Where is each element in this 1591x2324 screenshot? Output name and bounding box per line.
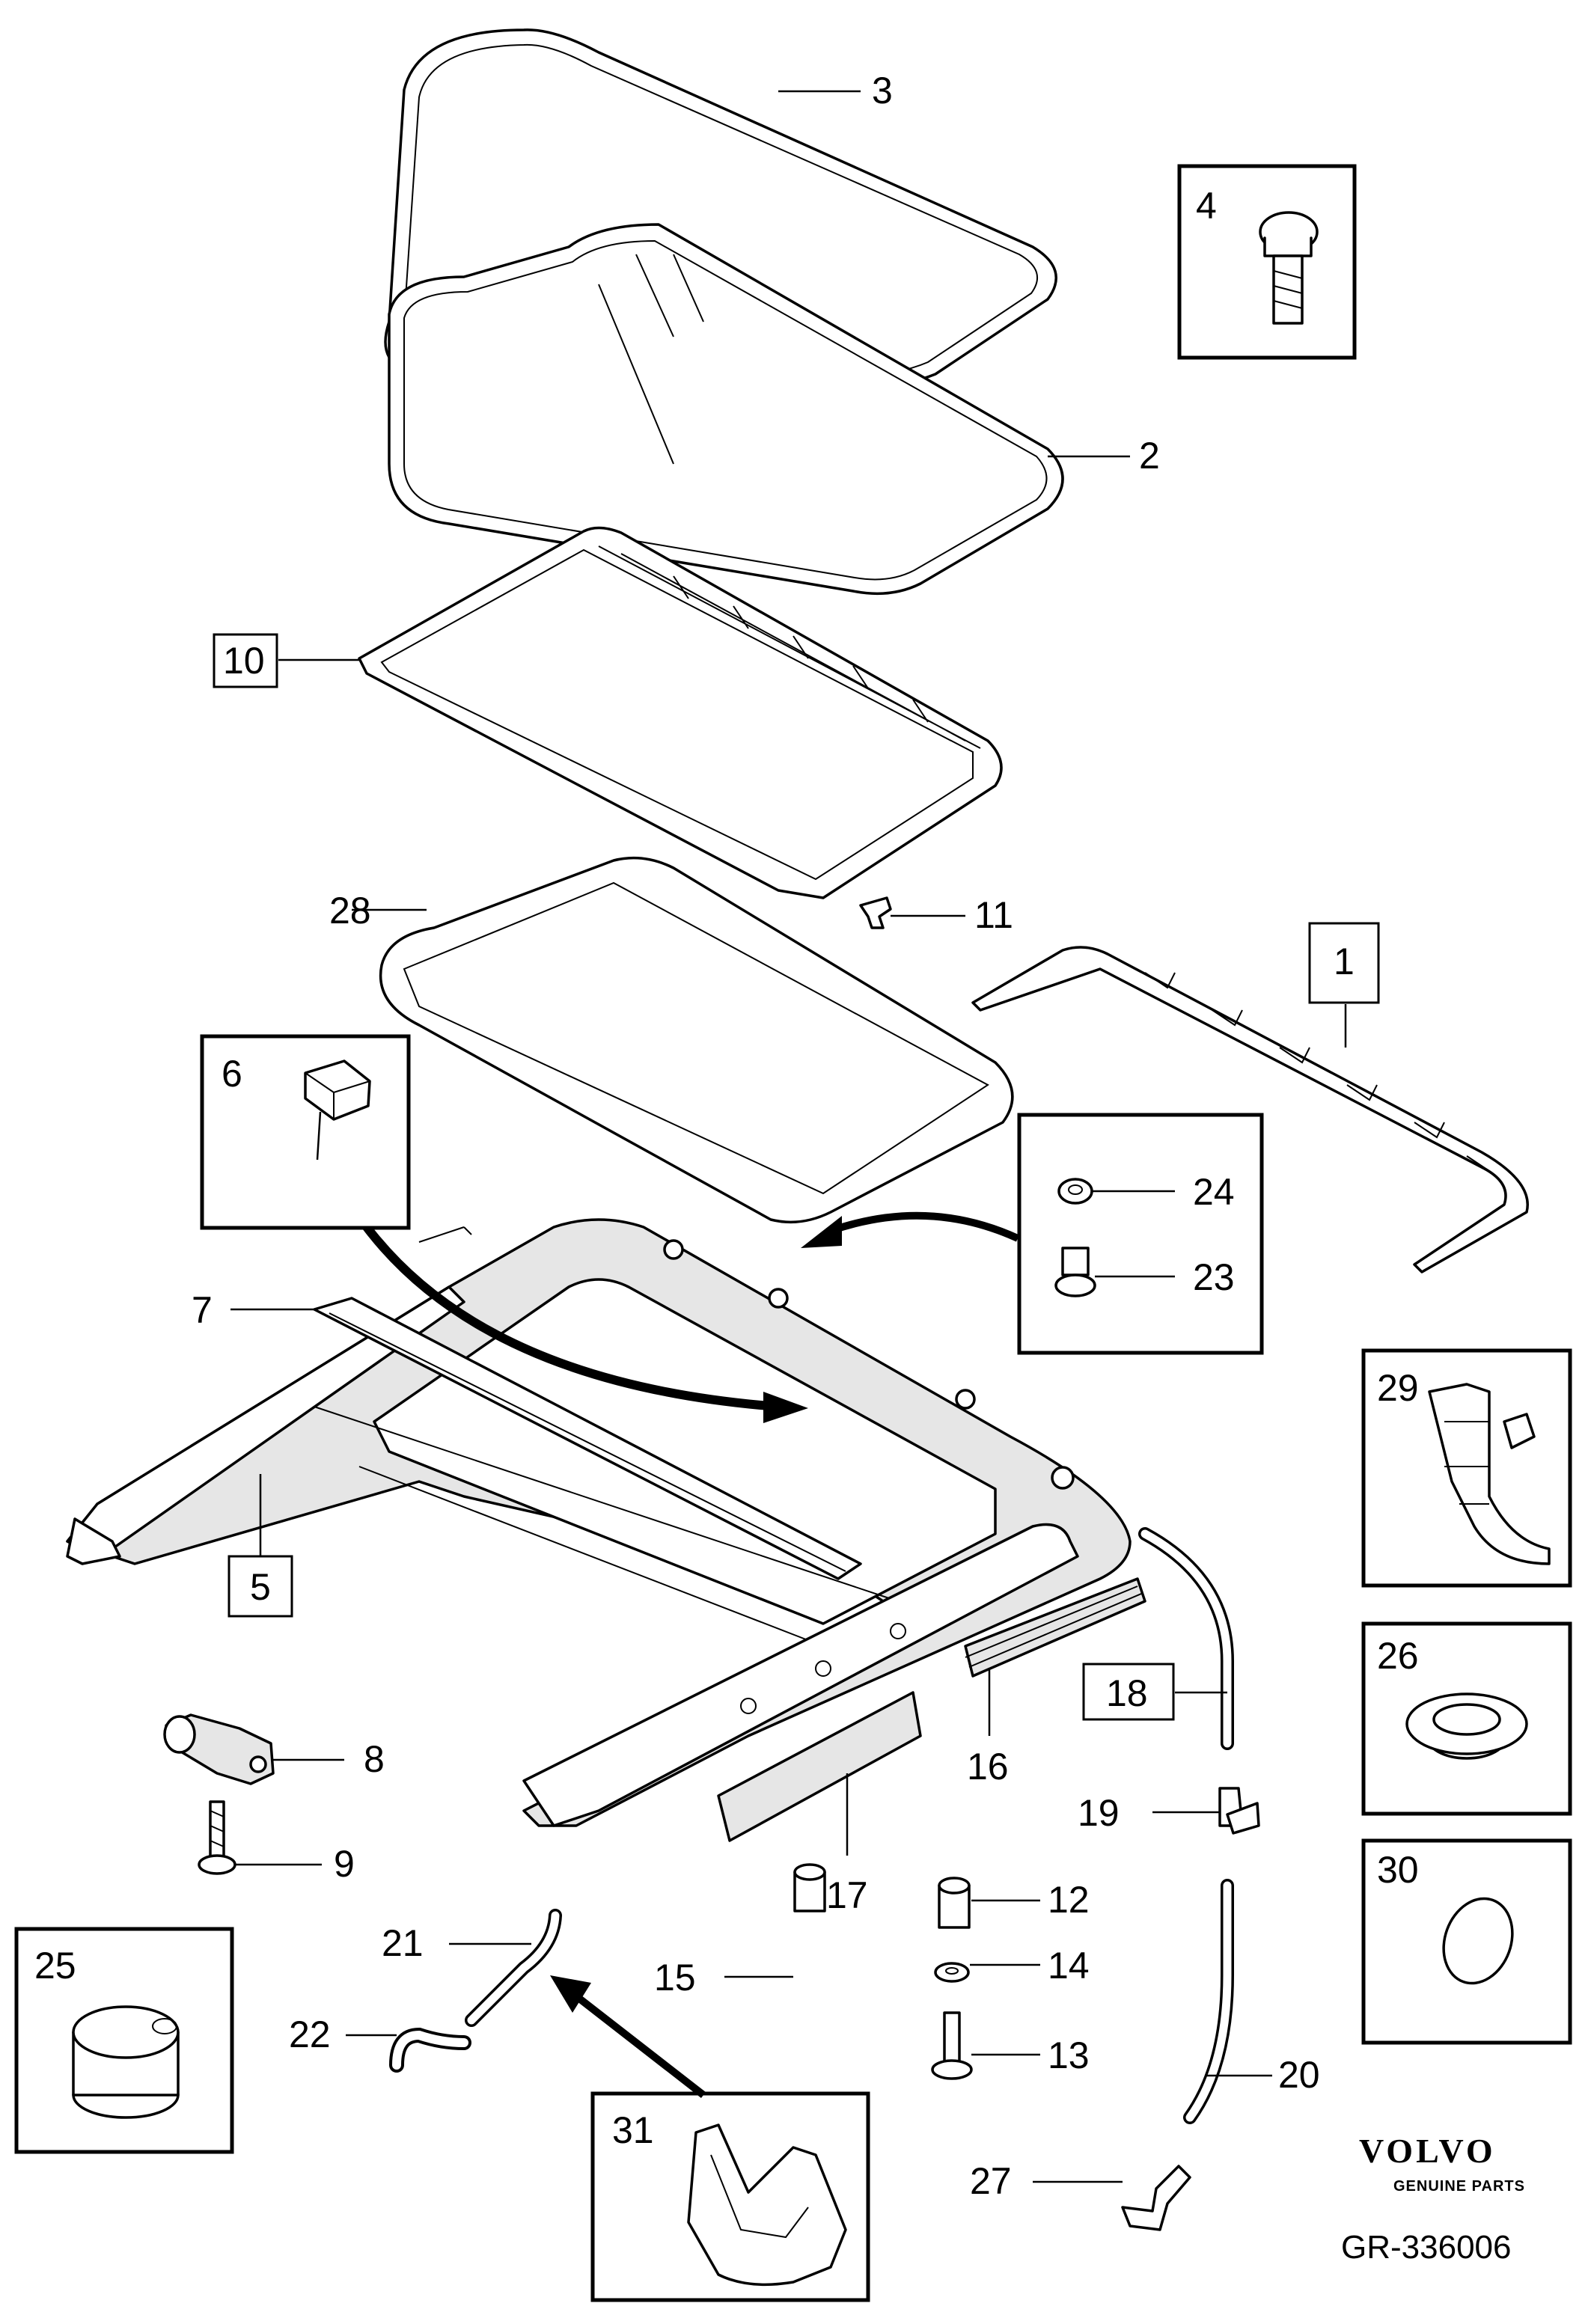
- label-18: 18: [1106, 1672, 1148, 1714]
- part-11-clip: [859, 896, 892, 929]
- label-1: 1: [1334, 941, 1355, 982]
- label-6: 6: [222, 1053, 242, 1095]
- label-3: 3: [872, 70, 893, 111]
- label-28: 28: [329, 890, 371, 932]
- part-25-box: [14, 1927, 234, 2154]
- part-2-glass-panel: [388, 223, 1064, 596]
- label-23: 23: [1193, 1256, 1235, 1298]
- part-26-box: [1361, 1621, 1572, 1816]
- part-21-drain-tube: [465, 1909, 562, 2027]
- label-15: 15: [654, 1957, 696, 1999]
- label-box-1: [1308, 922, 1380, 1004]
- part-30-box: [1361, 1838, 1572, 2045]
- label-2: 2: [1139, 435, 1160, 477]
- part-16-strip: [964, 1577, 1146, 1678]
- label-7: 7: [192, 1289, 213, 1331]
- reference-code: GR-336006: [1341, 2229, 1511, 2266]
- part-17-strip: [717, 1691, 922, 1842]
- part-15-spacer: [793, 1863, 826, 1912]
- arrow-24-to-seal: [801, 1211, 1020, 1248]
- label-4: 4: [1196, 185, 1217, 227]
- label-box-5: [227, 1555, 293, 1618]
- part-8-motor: [163, 1713, 275, 1785]
- part-9-screw: [198, 1800, 236, 1875]
- label-19: 19: [1078, 1792, 1120, 1834]
- label-25: 25: [34, 1945, 76, 1987]
- part-31-box: [590, 2091, 870, 2302]
- label-5: 5: [250, 1566, 271, 1608]
- arrow-6-to-frame: [363, 1224, 808, 1423]
- leader-lines: [230, 90, 1347, 2183]
- part-10-frame: [358, 526, 1003, 899]
- label-27: 27: [970, 2160, 1012, 2202]
- label-11: 11: [974, 894, 1013, 936]
- label-10: 10: [223, 640, 265, 682]
- part-28-seal-ring: [379, 856, 1014, 1224]
- part-20-drain-tube: [1183, 1879, 1234, 2124]
- label-8: 8: [364, 1738, 385, 1780]
- label-29: 29: [1377, 1367, 1419, 1409]
- part-7-side-rail: [313, 1226, 862, 1580]
- arrow-31-to-21: [550, 1975, 706, 2098]
- part-13-bolt: [931, 2011, 973, 2080]
- label-21: 21: [382, 1922, 424, 1964]
- part-4-box: [1177, 164, 1357, 360]
- part-29-box: [1361, 1348, 1572, 1588]
- label-14: 14: [1048, 1945, 1090, 1987]
- label-22: 22: [289, 2013, 331, 2055]
- brand-name: VOLVO: [1359, 2132, 1496, 2170]
- part-12-spacer: [938, 1877, 971, 1929]
- label-box-10: [213, 633, 278, 688]
- part-6-box: [200, 1034, 411, 1230]
- part-22-elbow: [389, 2027, 471, 2073]
- part-27-valve: [1121, 2165, 1191, 2231]
- label-31: 31: [612, 2109, 654, 2151]
- brand-tagline: GENUINE PARTS: [1393, 2178, 1525, 2195]
- part-23-24-box: [1017, 1113, 1264, 1355]
- label-24: 24: [1193, 1171, 1235, 1213]
- label-30: 30: [1377, 1849, 1419, 1891]
- label-9: 9: [334, 1843, 355, 1885]
- label-12: 12: [1048, 1879, 1090, 1921]
- part-18-drain-tube: [1138, 1527, 1234, 1750]
- label-box-18: [1082, 1663, 1175, 1721]
- label-13: 13: [1048, 2034, 1090, 2076]
- part-1-wind-deflector: [971, 946, 1529, 1273]
- label-17: 17: [826, 1874, 868, 1916]
- label-26: 26: [1377, 1635, 1419, 1677]
- part-19-connector: [1218, 1787, 1260, 1835]
- part-5-sunroof-cassette: [66, 1218, 1132, 1827]
- label-20: 20: [1278, 2054, 1320, 2096]
- label-16: 16: [967, 1746, 1009, 1788]
- part-14-washer: [934, 1962, 970, 1983]
